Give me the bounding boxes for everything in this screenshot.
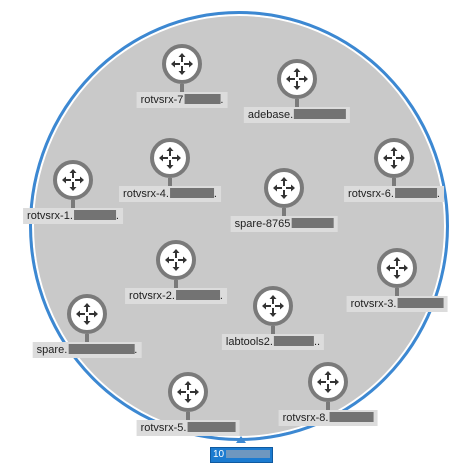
router-icon[interactable] [150,138,190,178]
group-badge[interactable]: 10 [210,447,274,463]
redaction-block [273,336,314,346]
node-label-tail: . [219,290,223,302]
router-stem [295,99,299,109]
node-label: adebase. [243,107,351,123]
node-label: rotvsrx-6.. [344,186,444,202]
redaction-block [394,188,437,198]
router-stem [71,200,75,210]
node-label: rotvsrx-5. [136,420,240,436]
node-label: rotvsrx-3. [346,296,448,312]
node-label-text: labtools2. [225,336,273,348]
redaction-block [73,210,116,220]
redaction-block [226,450,271,458]
router-icon[interactable] [277,59,317,99]
router-icon[interactable] [67,294,107,334]
redaction-block [187,422,236,432]
router-icon[interactable] [156,240,196,280]
router-icon[interactable] [377,248,417,288]
router-stem [271,326,275,336]
node-label: spare-8765 [230,216,338,232]
node-label: rotvsrx-2.. [125,288,227,304]
router-icon[interactable] [253,286,293,326]
router-stem [282,208,286,218]
router-icon[interactable] [162,44,202,84]
router-icon[interactable] [264,168,304,208]
redaction-block [184,94,221,104]
node-label: spare.. [32,342,142,358]
node-label: labtools2... [221,334,325,350]
redaction-block [294,109,347,119]
node-label-text: spare. [36,344,68,356]
node-label-text: spare-8765 [234,218,291,230]
node-label-text: adebase. [247,109,294,121]
node-label: rotvsrx-4.. [119,186,221,202]
node-label-text: rotvsrx-8. [282,412,329,424]
redaction-block [291,218,334,228]
node-label-text: rotvsrx-7 [140,94,184,106]
router-icon[interactable] [374,138,414,178]
router-icon[interactable] [53,160,93,200]
node-label-text: rotvsrx-2. [129,290,175,302]
group-pointer [236,436,246,443]
router-stem [85,334,89,344]
router-stem [395,288,399,298]
node-label: rotvsrx-1.. [23,208,123,224]
group-count-badge[interactable]: 10 [210,444,274,463]
router-stem [326,402,330,412]
redaction-block [329,412,374,422]
router-icon[interactable] [168,372,208,412]
node-label-text: rotvsrx-3. [350,298,397,310]
group-count: 10 [213,449,225,460]
node-label-tail: .. [313,336,321,348]
node-label-text: rotvsrx-5. [140,422,187,434]
node-label-text: rotvsrx-4. [123,188,169,200]
node-label-tail: . [134,344,138,356]
redaction-block [175,290,220,300]
redaction-block [68,344,135,354]
router-icon[interactable] [308,362,348,402]
node-label: rotvsrx-8. [278,410,378,426]
redaction-block [169,188,214,198]
router-stem [186,412,190,422]
node-label-tail: . [213,188,217,200]
node-label: rotvsrx-7. [136,92,228,108]
router-stem [392,178,396,188]
node-label-text: rotvsrx-1. [27,210,73,222]
router-stem [180,84,184,94]
node-label-tail: . [436,188,440,200]
node-label-tail: . [220,94,224,106]
redaction-block [397,298,444,308]
node-label-text: rotvsrx-6. [348,188,394,200]
router-stem [174,280,178,290]
node-label-tail: . [115,210,119,222]
router-stem [168,178,172,188]
